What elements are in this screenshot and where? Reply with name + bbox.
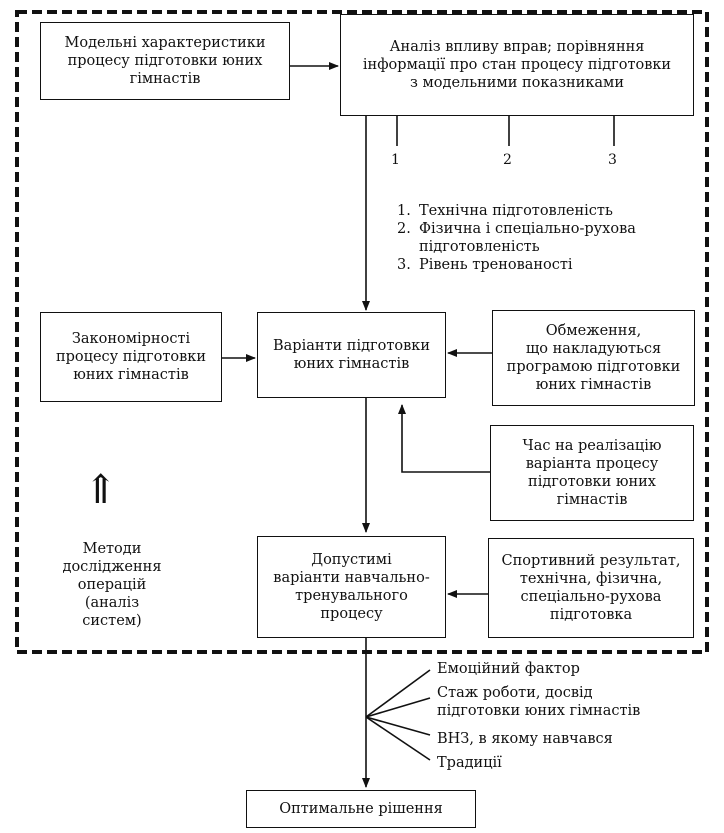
legend-number: 3. <box>397 257 411 273</box>
box-line: юних гімнастів <box>73 367 189 383</box>
box-sport-result: Спортивний результат, технічна, фізична,… <box>488 538 694 638</box>
box-line: технічна, фізична, <box>519 571 663 587</box>
box-line: Оптимальне рішення <box>279 801 443 817</box>
factor-line-1 <box>365 669 431 718</box>
legend-text: Технічна підготовленість <box>419 203 613 219</box>
branch-number-3: 3 <box>608 152 617 168</box>
factor-text: Традиції <box>437 755 502 771</box>
box-line: з модельними показниками <box>409 75 624 91</box>
box-restrictions: Обмеження, що накладуються програмою під… <box>492 310 695 406</box>
branch-number-1: 1 <box>391 152 400 168</box>
box-line: Обмеження, <box>545 323 642 339</box>
box-time: Час на реалізацію варіанта процесу підго… <box>490 425 694 521</box>
factor-item: Стаж роботи, досвід підготовки юних гімн… <box>437 684 640 724</box>
box-model-characteristics: Модельні характеристики процесу підготов… <box>40 22 290 100</box>
box-analysis: Аналіз впливу вправ; порівняння інформац… <box>340 14 694 116</box>
factor-line-4 <box>365 716 431 761</box>
legend-item: 1. Технічна підготовленість <box>397 202 636 220</box>
methods-label: Методи дослідження операцій (аналіз сист… <box>52 540 172 630</box>
arrow-time-to-variants <box>398 404 490 473</box>
box-variants: Варіанти підготовки юних гімнастів <box>257 312 446 398</box>
box-line: Закономірності <box>71 331 191 347</box>
box-line: гімнастів <box>129 71 201 87</box>
double-up-arrow-icon: ⇑ <box>84 467 118 513</box>
box-line: процесу підготовки <box>55 349 207 365</box>
methods-line: дослідження <box>62 559 162 575</box>
box-admissible: Допустимі варіанти навчально- тренувальн… <box>257 536 446 638</box>
legend-number: 2. <box>397 221 411 237</box>
box-line: інформації про стан процесу підготовки <box>362 57 672 73</box>
legend-item: 3. Рівень тренованості <box>397 256 636 274</box>
factor-line-3 <box>365 716 431 736</box>
methods-line: (аналіз <box>84 595 140 611</box>
box-optimal: Оптимальне рішення <box>246 790 476 828</box>
legend-text: підготовленість <box>419 239 540 255</box>
box-regularities: Закономірності процесу підготовки юних г… <box>40 312 222 402</box>
legend-item: 2. Фізична і спеціально-рухова підготовл… <box>397 220 636 256</box>
box-line: Аналіз впливу вправ; порівняння <box>389 39 645 55</box>
factor-item: Традиції <box>437 754 640 772</box>
box-line: варіанти навчально- <box>273 570 430 586</box>
box-line: Допустимі <box>311 552 392 568</box>
box-line: процесу підготовки юних <box>67 53 263 69</box>
factor-item: ВНЗ, в якому навчався <box>437 730 640 748</box>
factor-text: ВНЗ, в якому навчався <box>437 731 613 747</box>
box-line: Модельні характеристики <box>64 35 266 51</box>
box-line: спеціально-рухова <box>520 589 662 605</box>
legend-text: Рівень тренованості <box>419 257 573 273</box>
box-line: тренувального <box>295 588 408 604</box>
box-line: що накладуються <box>525 341 662 357</box>
legend-text: Фізична і спеціально-рухова <box>419 221 636 237</box>
box-line: юних гімнастів <box>535 377 652 393</box>
methods-line: Методи <box>82 541 142 557</box>
factor-text: Стаж роботи, досвід <box>437 685 593 701</box>
box-line: процесу <box>320 606 383 622</box>
factors-list: Емоційний фактор Стаж роботи, досвід під… <box>437 660 640 778</box>
box-line: варіанта процесу <box>525 456 659 472</box>
box-line: Час на реалізацію <box>522 438 662 454</box>
legend-list: 1. Технічна підготовленість 2. Фізична і… <box>397 202 636 274</box>
box-line: юних гімнастів <box>293 356 410 372</box>
box-line: підготовки юних <box>528 474 656 490</box>
box-line: програмою підготовки <box>506 359 681 375</box>
factor-text: Емоційний фактор <box>437 661 580 677</box>
box-line: Варіанти підготовки <box>272 338 431 354</box>
system-boundary <box>15 10 709 654</box>
factor-item: Емоційний фактор <box>437 660 640 678</box>
box-line: Спортивний результат, <box>501 553 681 569</box>
methods-line: операцій <box>77 577 147 593</box>
branch-number-2: 2 <box>503 152 512 168</box>
box-line: підготовка <box>549 607 633 623</box>
legend-number: 1. <box>397 203 411 219</box>
factor-line-2 <box>365 697 431 718</box>
factor-text: підготовки юних гімнастів <box>437 703 641 719</box>
methods-line: систем) <box>82 613 142 629</box>
box-line: гімнастів <box>556 492 628 508</box>
